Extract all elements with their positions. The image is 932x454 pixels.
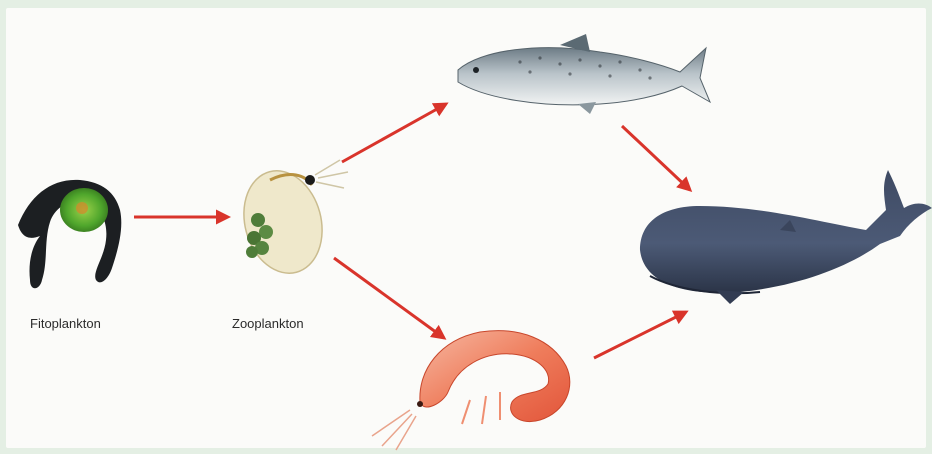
edges	[134, 104, 690, 358]
arrow-fish-to-whale	[622, 126, 690, 190]
zooplankton-icon	[233, 160, 348, 282]
whale-icon	[640, 170, 932, 304]
arrow-zooplankton-to-shrimp	[334, 258, 444, 338]
phytoplankton-label: Fitoplankton	[30, 316, 101, 331]
zooplankton-label: Zooplankton	[232, 316, 304, 331]
phytoplankton-icon	[18, 180, 121, 288]
shrimp-icon	[372, 331, 570, 450]
arrow-shrimp-to-whale	[594, 312, 686, 358]
arrow-zooplankton-to-fish	[342, 104, 446, 162]
fish-icon	[458, 34, 710, 114]
